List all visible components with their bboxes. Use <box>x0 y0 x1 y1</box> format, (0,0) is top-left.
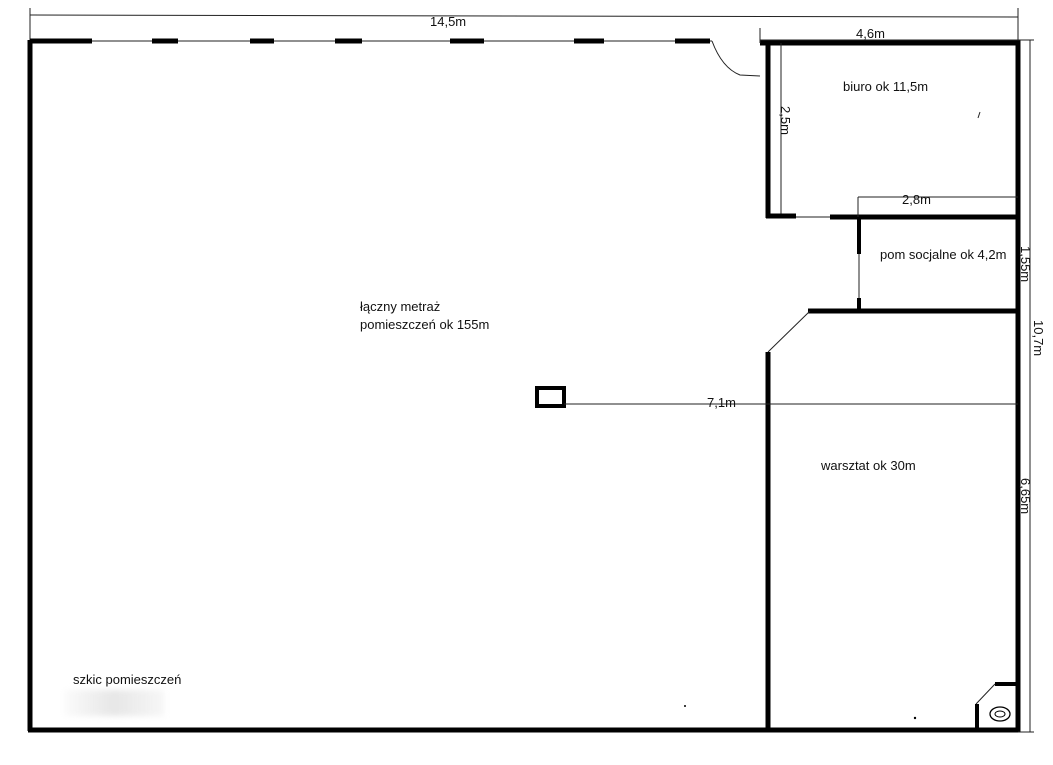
room-workshop-label: warsztat ok 30m <box>821 458 916 473</box>
stray-dot-1 <box>684 705 686 707</box>
dimension-social-width: 2,8m <box>902 192 931 207</box>
center-column <box>535 386 566 408</box>
top-dimension-line <box>29 14 1019 18</box>
dimension-office-width: 4,6m <box>856 26 885 41</box>
dimension-workshop-depth: 6,65m <box>1018 478 1033 515</box>
nook-diagonal <box>975 683 996 705</box>
dimension-social-depth: 1,55m <box>1018 246 1033 283</box>
total-area-line1: łączny metraż <box>360 299 441 314</box>
room-social-label: pom socjalne ok 4,2m <box>880 247 1007 262</box>
dimension-top-width: 14,5m <box>430 14 467 29</box>
dimension-center-to-wall: 7,1m <box>707 395 736 410</box>
door-swing-top <box>711 40 761 77</box>
sketch-caption: szkic pomieszczeń <box>73 672 182 687</box>
room-office-label: biuro ok 11,5m <box>843 79 929 94</box>
total-area-line2: pomieszczeń ok 155m <box>360 317 490 332</box>
blurred-signature <box>64 690 164 716</box>
stray-dot-2 <box>913 716 917 720</box>
toilet-icon <box>989 706 1011 722</box>
dimension-right-total: 10,7m <box>1031 320 1046 357</box>
dimension-office-depth: 2,5m <box>778 106 793 135</box>
toilet-bowl-inner <box>994 710 1006 718</box>
workshop-diagonal-wall <box>767 310 811 353</box>
office-mark <box>977 111 981 119</box>
